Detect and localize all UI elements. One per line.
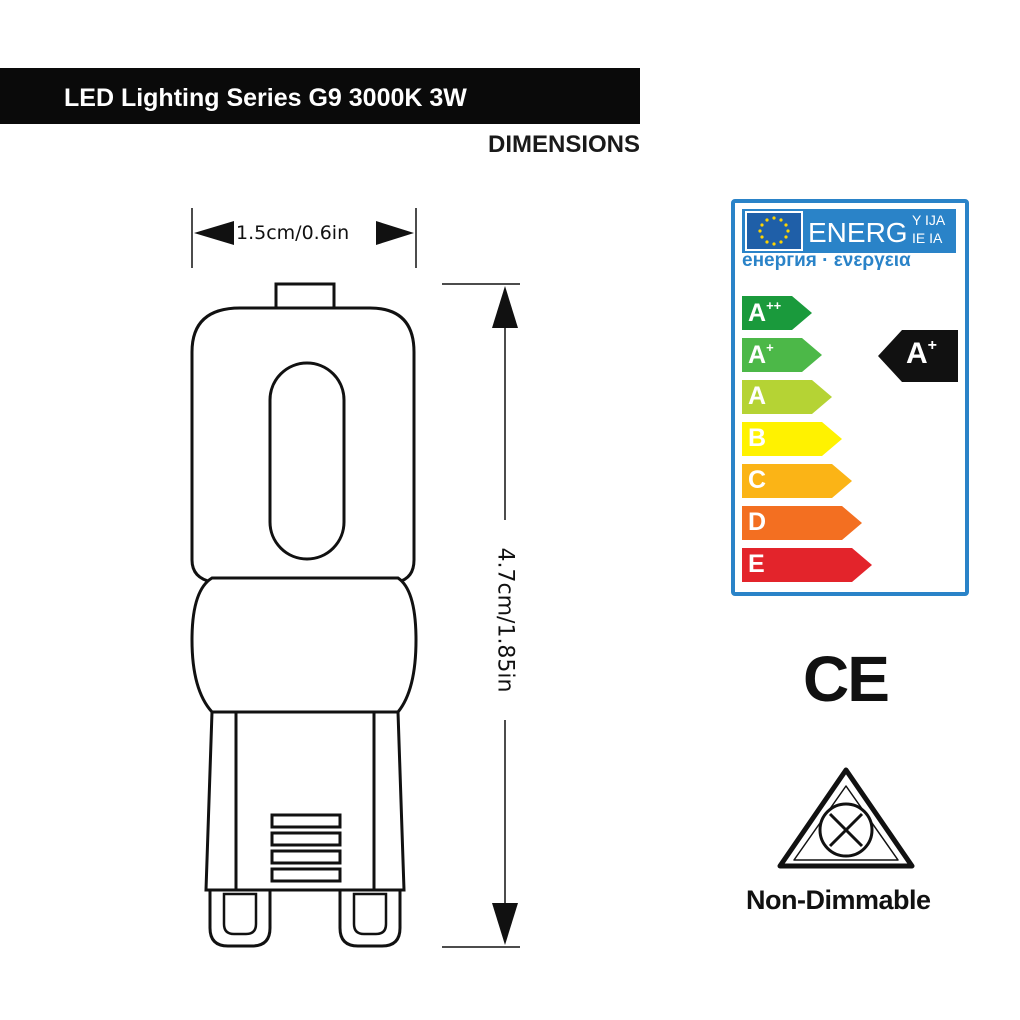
class-arrow-e [742, 548, 872, 582]
base-grille-bar [270, 867, 342, 883]
non-dimmable-label: Non-Dimmable [746, 885, 931, 915]
bulb-mid-bulge [190, 576, 418, 714]
class-arrow-c [742, 464, 852, 498]
rating-arrow [878, 330, 958, 382]
width-label: 1.5cm/0.6in [236, 222, 350, 244]
energy-rating: A+ [906, 337, 938, 370]
bulb-base [204, 710, 406, 892]
class-label-ap: A+ [748, 340, 774, 369]
class-arrow-app [742, 296, 812, 330]
non-dimmable-icon [777, 767, 915, 869]
base-grille-bar [270, 813, 342, 829]
energy-label-suffix-bottom: IE IA [912, 230, 943, 246]
class-arrow-b [742, 422, 842, 456]
class-label-e: E [748, 550, 765, 578]
energy-label-subheading: енергия · ενεργεια [742, 250, 911, 271]
page-subtitle: DIMENSIONS [487, 131, 640, 158]
page-title: LED Lighting Series G9 3000K 3W [64, 84, 467, 112]
g9-bulb-outline [190, 282, 418, 948]
bulb-inner-capsule [268, 361, 346, 561]
energy-label [731, 199, 969, 596]
base-grille-bar [270, 849, 342, 865]
class-label-d: D [748, 508, 767, 536]
ce-mark-icon: CE [803, 643, 890, 715]
class-label-c: C [748, 466, 767, 494]
height-dimension [442, 283, 520, 948]
energy-label-suffix-top: Y IJA [912, 212, 946, 228]
class-label-a: A [748, 382, 767, 410]
class-label-b: B [748, 424, 767, 452]
energy-label-heading: ENERG [808, 217, 908, 248]
width-dimension [191, 208, 417, 268]
class-arrow-a [742, 380, 832, 414]
class-arrow-ap [742, 338, 822, 372]
height-label: 4.7cm/1.85in [492, 547, 518, 693]
class-label-app: A++ [748, 298, 782, 327]
class-arrow-d [742, 506, 862, 540]
title-bar [0, 68, 640, 124]
base-grille-bar [270, 831, 342, 847]
